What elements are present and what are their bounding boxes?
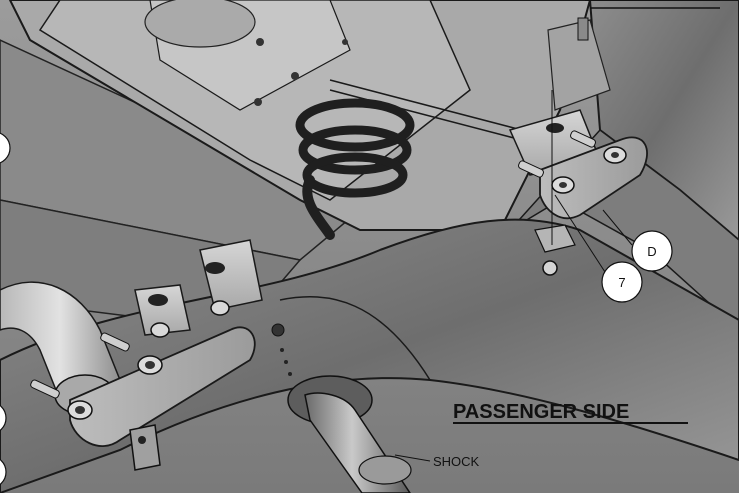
left-bracket-assembly <box>30 239 263 471</box>
title-block: PASSENGER SIDE <box>453 401 688 424</box>
callout-d-label: D <box>647 244 656 259</box>
edge-callouts <box>0 132 11 486</box>
shock-absorber <box>304 392 412 493</box>
callout-7-label: 7 <box>618 275 625 290</box>
callout-d: D <box>631 230 673 272</box>
shock-label: SHOCK <box>433 454 480 469</box>
coil-spring <box>295 98 415 240</box>
callout-7: 7 <box>601 261 643 303</box>
floor-pan <box>8 0 592 231</box>
leader-lines <box>0 149 633 462</box>
page-title: PASSENGER SIDE <box>453 401 629 423</box>
right-bracket-assembly <box>508 90 648 276</box>
